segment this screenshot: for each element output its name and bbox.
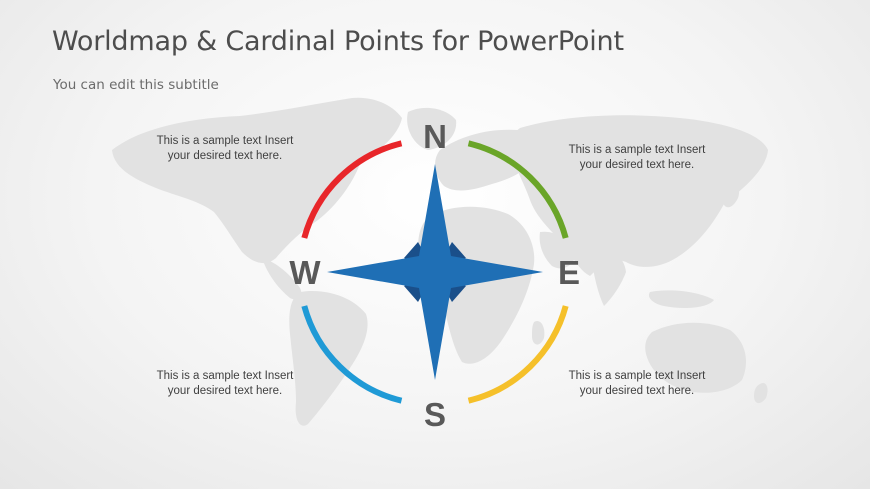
map-new-zealand <box>754 382 768 404</box>
arc-north-east <box>467 140 569 239</box>
note-top-left: This is a sample text Insert your desire… <box>130 134 320 164</box>
cardinal-west: W <box>289 254 321 291</box>
note-bottom-right: This is a sample text Insert your desire… <box>542 369 732 399</box>
map-asia <box>512 115 768 277</box>
map-japan <box>722 181 740 208</box>
arc-south-east <box>467 305 569 404</box>
note-top-right-line2: your desired text here. <box>579 159 695 171</box>
map-greenland <box>407 107 457 150</box>
map-arabia <box>539 231 576 269</box>
cardinal-south: S <box>423 396 446 433</box>
arc-north-west <box>301 140 403 239</box>
note-bottom-left: This is a sample text Insert your desire… <box>130 369 320 399</box>
map-central-america <box>262 258 302 300</box>
note-top-left-line2: your desired text here. <box>167 150 283 162</box>
slide-title: Worldmap & Cardinal Points for PowerPoin… <box>52 26 624 57</box>
note-bottom-right-line1: This is a sample text Insert <box>568 370 706 382</box>
cardinal-east: E <box>557 254 580 291</box>
cardinal-north: N <box>423 118 447 155</box>
note-top-left-line1: This is a sample text Insert <box>156 135 294 147</box>
map-north-america <box>112 97 402 264</box>
note-bottom-right-line2: your desired text here. <box>579 385 695 397</box>
map-indonesia <box>648 290 714 308</box>
map-australia <box>645 322 746 393</box>
slide-subtitle: You can edit this subtitle <box>53 77 219 93</box>
note-bottom-left-line2: your desired text here. <box>167 385 283 397</box>
note-top-right: This is a sample text Insert your desire… <box>542 143 732 173</box>
note-top-right-line1: This is a sample text Insert <box>568 144 706 156</box>
arc-south-west <box>301 305 403 404</box>
map-india <box>592 249 626 306</box>
map-madagascar <box>532 320 545 345</box>
compass-star-icon <box>327 164 543 380</box>
note-bottom-left-line1: This is a sample text Insert <box>156 370 294 382</box>
